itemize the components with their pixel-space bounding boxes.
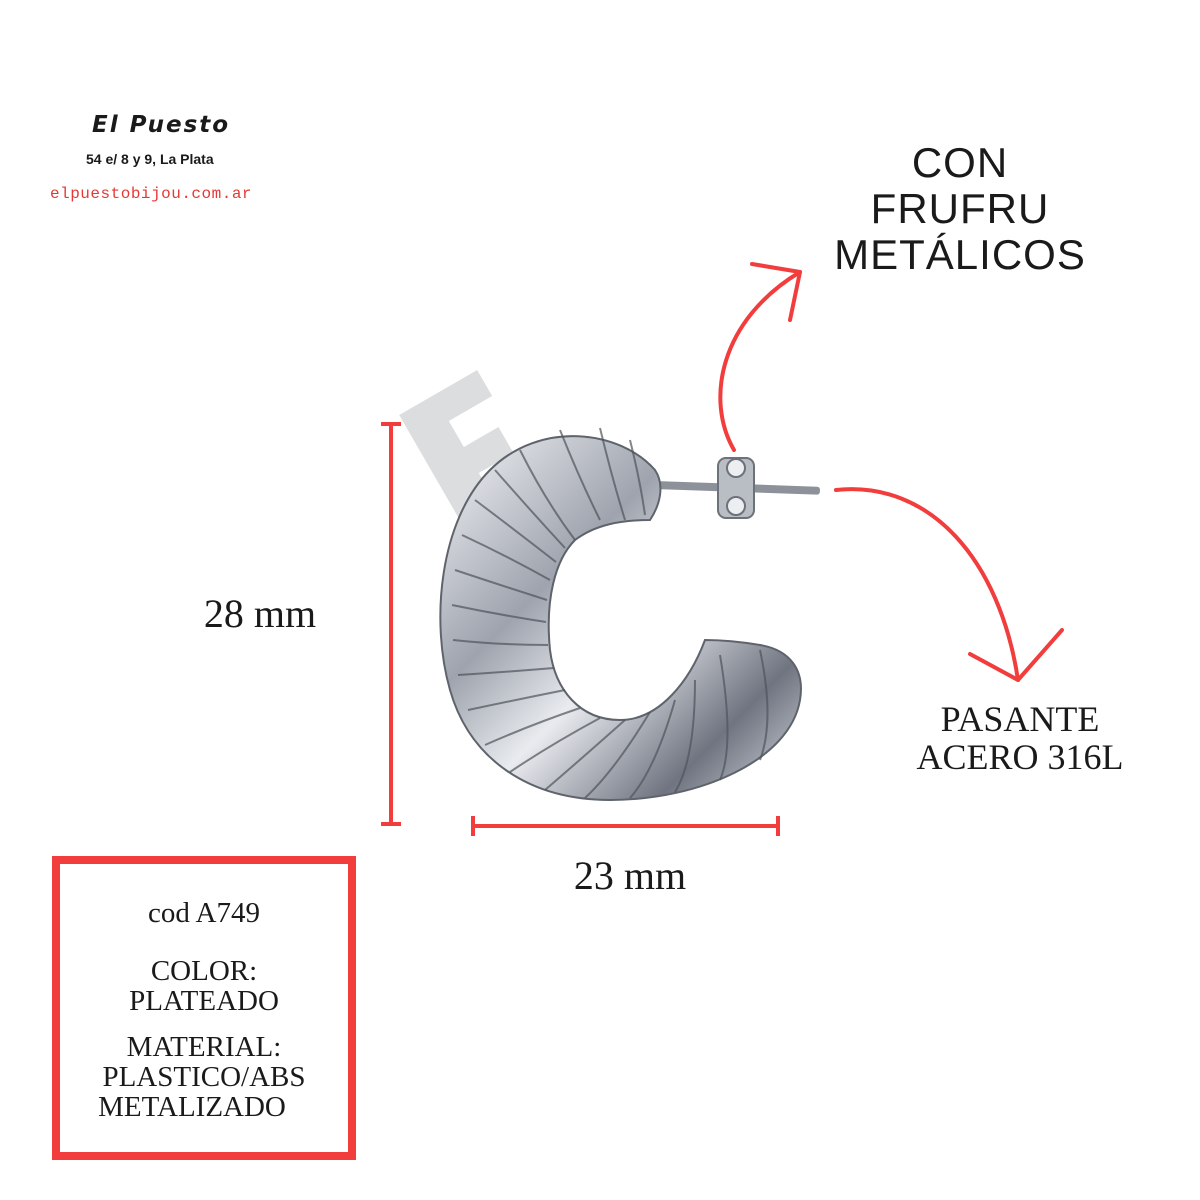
feature-line-3: METÁLICOS xyxy=(834,231,1086,278)
earring-image xyxy=(439,427,820,802)
hoop-ridges xyxy=(451,427,769,799)
width-dimension-label: 23 mm xyxy=(573,853,687,898)
height-dimension-label: 28 mm xyxy=(203,591,317,636)
color-label: COLOR: xyxy=(150,955,258,987)
post-label: PASANTE ACERO 316L xyxy=(880,700,1160,776)
brand-address: 54 e/ 8 y 9, La Plata xyxy=(86,151,214,167)
material-value-2: METALIZADO xyxy=(98,1091,286,1123)
brand-name: El Puesto xyxy=(92,112,231,138)
post-line-2: ACERO 316L xyxy=(916,737,1124,777)
arrow-icon xyxy=(834,487,1064,682)
material-value-1: PLASTICO/ABS xyxy=(102,1061,306,1093)
hoop-body xyxy=(439,435,802,802)
feature-label: CON FRUFRU METÁLICOS xyxy=(800,140,1120,278)
product-code: cod A749 xyxy=(148,897,260,929)
feature-line-1: CON xyxy=(911,139,1009,186)
post-line-1: PASANTE xyxy=(940,699,1100,739)
post-part xyxy=(655,457,820,519)
material-label: MATERIAL: xyxy=(126,1031,282,1063)
product-info-box: cod A749 COLOR: PLATEADO MATERIAL: PLAST… xyxy=(52,856,356,1160)
brand-url[interactable]: elpuestobijou.com.ar xyxy=(50,185,253,203)
color-value: PLATEADO xyxy=(129,985,279,1017)
arrow-icon xyxy=(718,262,802,452)
width-dimension-line xyxy=(471,816,780,836)
height-dimension-line xyxy=(381,422,401,826)
feature-line-2: FRUFRU xyxy=(870,185,1050,232)
